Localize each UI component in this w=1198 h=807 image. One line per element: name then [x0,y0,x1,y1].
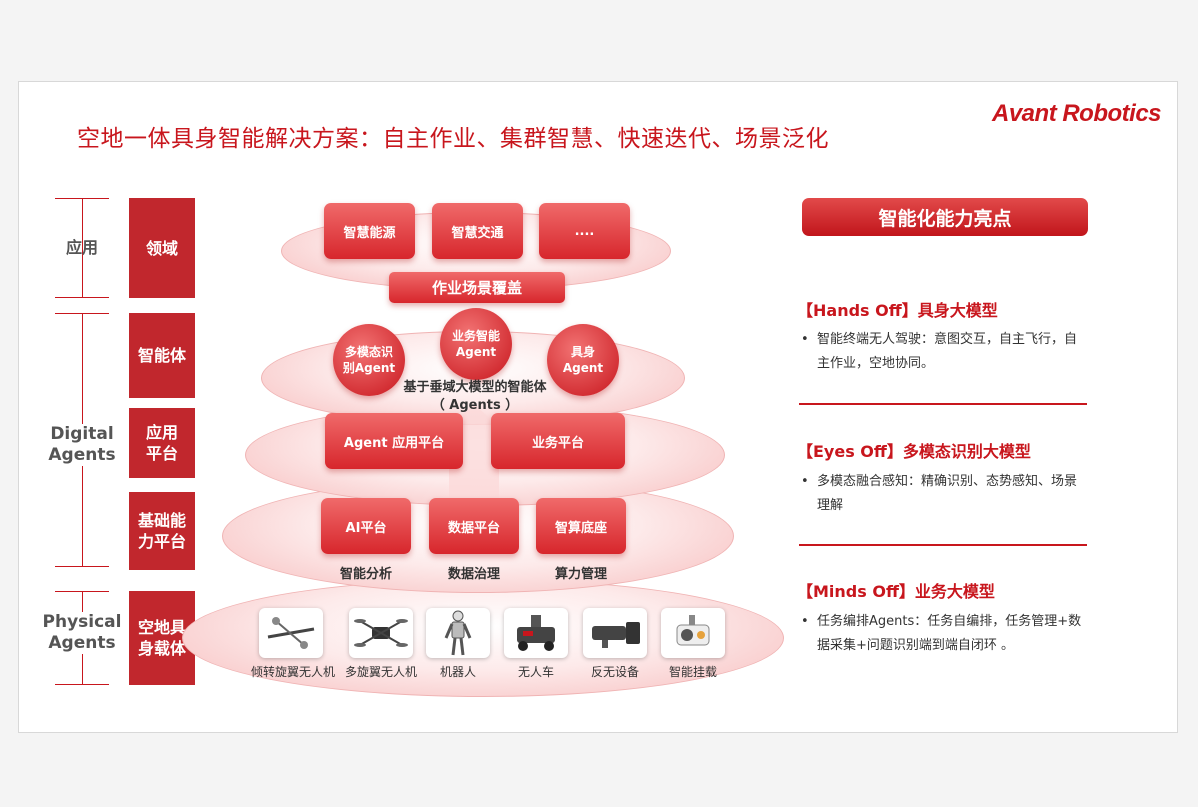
section-body-hands-off: • 智能终端无人驾驶：意图交互，自主飞行，自主作业，空地协同。 [801,328,1087,376]
bracket-line [82,198,83,298]
app-platform-chip: 业务平台 [491,413,625,469]
section-title-minds-off: 【Minds Off】业务大模型 [797,582,995,601]
bracket-line [55,591,109,592]
device-label: 机器人 [439,665,476,679]
device-label: 智能挂载 [668,665,717,679]
section-divider [799,403,1087,405]
bracket-line [55,313,109,314]
layer-base-platform: 基础能 力平台 [129,492,195,570]
bracket-line [55,566,109,567]
highlights-header: 智能化能力亮点 [802,198,1088,236]
bullet-dot: • [801,614,809,629]
device-label: 倾转旋翼无人机 [251,665,336,679]
section-body-minds-off: • 任务编排Agents：任务自编排，任务管理+数据采集+问题识别端到端自闭环 … [801,610,1087,658]
agents-caption: 基于垂域大模型的智能体 （ Agents ） [403,380,547,413]
device-label: 反无设备 [590,665,639,679]
base-caption: 数据治理 [447,567,500,582]
label-digital-agents: Digital Agents [41,424,123,466]
bracket-line [55,684,109,685]
layer-body: 空地具 身载体 [129,591,195,685]
gimbal-payload-icon [661,608,725,658]
device-label: 无人车 [517,665,554,679]
slide: 空地一体具身智能解决方案：自主作业、集群智慧、快速迭代、场景泛化 Avant R… [18,81,1178,733]
agent-circle: 业务智能 Agent [440,308,512,380]
section-body-eyes-off: • 多模态融合感知：精确识别、态势感知、场景理解 [801,470,1087,518]
bullet-dot: • [801,474,809,489]
bullet-text: 多模态融合感知：精确识别、态势感知、场景理解 [817,474,1078,513]
page-title: 空地一体具身智能解决方案：自主作业、集群智慧、快速迭代、场景泛化 [77,126,829,152]
base-platform-chip: 数据平台 [429,498,519,554]
bullet-text: 任务编排Agents：任务自编排，任务管理+数据采集+问题识别端到端自闭环 。 [817,614,1082,653]
label-physical-agents: Physical Agents [37,612,127,654]
multirotor-drone-icon [349,608,413,658]
agent-circle: 具身 Agent [547,324,619,396]
layer-app-platform: 应用 平台 [129,408,195,478]
layer-agent: 智能体 [129,313,195,398]
agent-circle: 多模态识 别Agent [333,324,405,396]
layer-body-label: 空地具 身载体 [137,618,186,658]
scene-chip: 智慧能源 [324,203,415,259]
section-title-hands-off: 【Hands Off】具身大模型 [797,301,998,320]
layer-app-platform-label: 应用 平台 [145,423,178,463]
layer-base-platform-label: 基础能 力平台 [137,511,186,551]
section-divider [799,544,1087,546]
bullet-text: 智能终端无人驾驶：意图交互，自主飞行，自主作业，空地协同。 [817,332,1078,371]
scene-chip: 智慧交通 [432,203,523,259]
base-platform-chip: 智算底座 [536,498,626,554]
brand-logo: Avant Robotics [992,100,1162,127]
base-caption: 算力管理 [554,567,607,582]
tiltrotor-drone-icon [259,608,323,658]
counter-drone-device-icon [583,608,647,658]
humanoid-robot-icon [426,608,490,658]
unmanned-vehicle-icon [504,608,568,658]
layer-agent-label: 智能体 [137,346,186,365]
scene-cover-banner: 作业场景覆盖 [389,272,565,303]
bullet-dot: • [801,332,809,347]
bracket-line [55,297,109,298]
layer-domain: 领域 [129,198,195,298]
base-platform-chip: AI平台 [321,498,411,554]
base-caption: 智能分析 [339,567,392,582]
layer-domain-label: 领域 [145,238,178,258]
label-application: 应用 [65,238,98,257]
device-label: 多旋翼无人机 [344,665,417,679]
bracket-line [55,198,109,199]
section-title-eyes-off: 【Eyes Off】多模态识别大模型 [797,442,1031,461]
scene-chip: .... [539,203,630,259]
app-platform-chip: Agent 应用平台 [325,413,463,469]
